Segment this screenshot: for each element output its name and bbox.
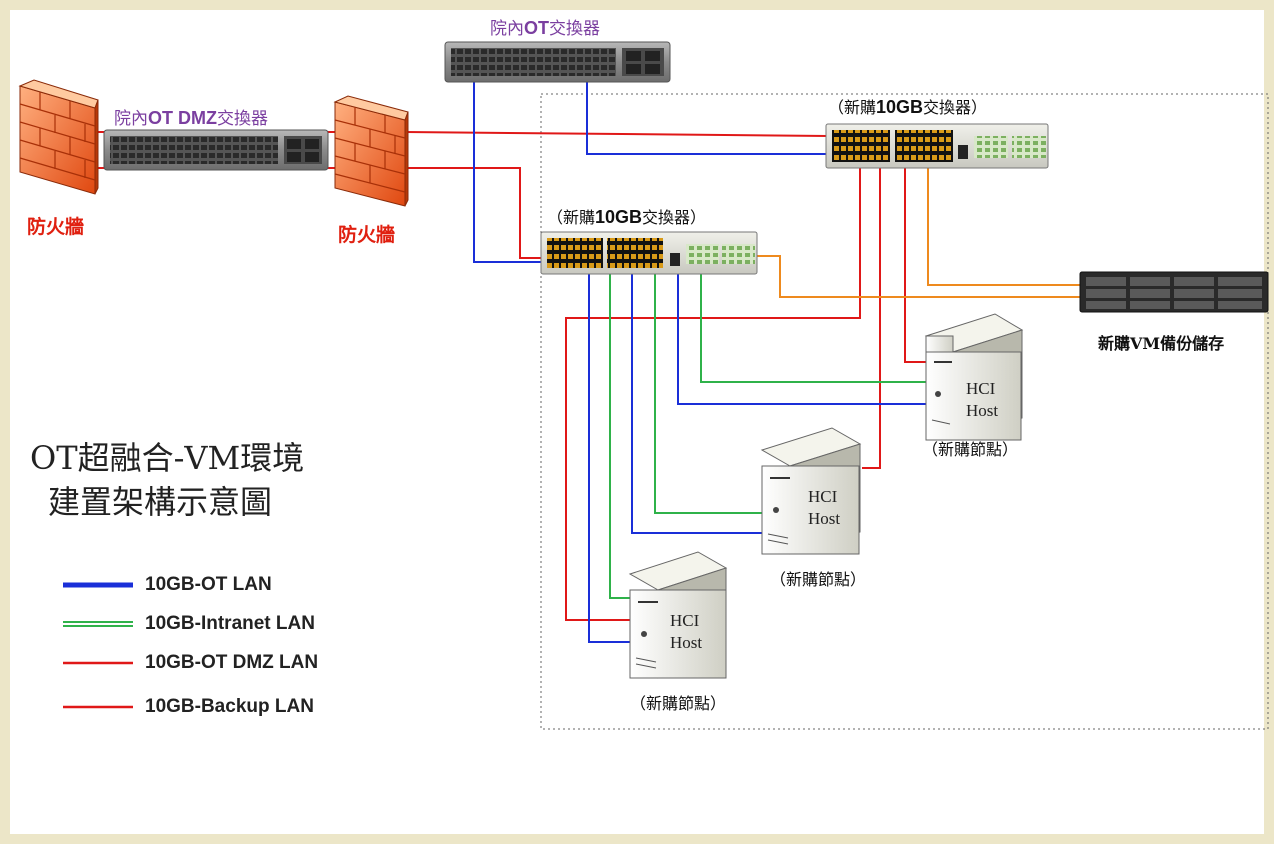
node-label-3: （新購節點） <box>630 694 727 713</box>
new-equipment-boundary <box>540 93 1269 730</box>
ot-lan-link <box>473 82 545 263</box>
dmz-link <box>404 131 829 137</box>
ot-lan-link <box>631 274 765 534</box>
node-label-1: （新購節點） <box>922 440 1019 459</box>
legend-label-ot: 10GB-OT LAN <box>145 574 272 595</box>
hci-server-2 <box>760 427 862 555</box>
ot-switch <box>444 41 671 83</box>
new-switch-mid <box>540 231 758 275</box>
ot-lan-link <box>588 274 635 643</box>
legend-label-backup: 10GB-Backup LAN <box>145 696 314 717</box>
hci-server-3 <box>628 551 728 679</box>
intranet-link <box>609 274 635 599</box>
firewall-left <box>18 79 99 195</box>
ot-switch-label: 院內OT交換器 <box>490 18 600 39</box>
backup-link <box>862 166 881 469</box>
ot-lan-link <box>586 82 828 155</box>
dmz-switch <box>103 129 329 171</box>
hci-server-1 <box>924 313 1024 441</box>
legend-label-dmz: 10GB-OT DMZ LAN <box>145 652 319 673</box>
backup-link <box>904 166 930 363</box>
storage-label: 新購VM備份儲存 <box>1098 334 1225 353</box>
new-switch-top-label: （新購10GB交換器） <box>828 97 988 117</box>
legend-swatches <box>63 582 133 709</box>
dmz-link <box>405 167 545 259</box>
legend-label-intranet: 10GB-Intranet LAN <box>145 613 315 634</box>
dmz-switch-label: 院內OT DMZ交換器 <box>114 108 268 129</box>
diagram-title: OT超融合-VM環境 建置架構示意圖 <box>30 436 304 524</box>
title-line-2: 建置架構示意圖 <box>48 483 273 521</box>
node-label-2: （新購節點） <box>770 570 867 589</box>
storage-link <box>757 255 1080 298</box>
new-switch-top <box>825 123 1049 169</box>
intranet-link <box>700 274 930 383</box>
intranet-link <box>654 274 765 514</box>
storage-link <box>927 166 1080 286</box>
firewall-left-label: 防火牆 <box>27 216 85 238</box>
backup-storage <box>1079 271 1269 313</box>
firewall-right <box>333 95 409 207</box>
new-switch-mid-label: （新購10GB交換器） <box>547 207 707 227</box>
ot-lan-link <box>677 274 930 405</box>
firewall-right-label: 防火牆 <box>338 224 396 246</box>
title-line-1: OT超融合-VM環境 <box>30 439 305 477</box>
